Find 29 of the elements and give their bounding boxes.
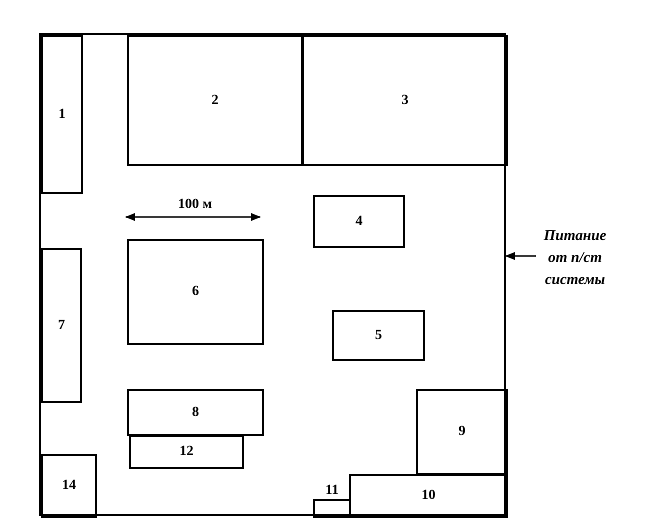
building-outline xyxy=(349,474,508,518)
callout-number: 7 xyxy=(58,318,65,334)
building-outline xyxy=(127,35,303,166)
callout-number: 9 xyxy=(458,424,466,440)
callout-number: 1 xyxy=(58,106,66,122)
building-outline xyxy=(41,454,97,518)
building-outline xyxy=(41,35,83,194)
building-outline xyxy=(129,435,244,469)
building-outline xyxy=(416,389,508,475)
building-outline xyxy=(313,195,405,248)
callout-number: 6 xyxy=(192,284,199,300)
callout-number: 10 xyxy=(422,488,436,504)
building-outline xyxy=(41,248,82,403)
callout-number: 11 xyxy=(325,483,339,499)
callout-number: 5 xyxy=(375,328,382,344)
callout-number: 8 xyxy=(192,404,199,420)
building-outline xyxy=(127,389,264,436)
site-boundary xyxy=(39,33,506,516)
callout-number: 3 xyxy=(402,92,408,108)
dimension-label: 100 м xyxy=(176,197,214,213)
callout-number: 12 xyxy=(180,444,194,460)
building-outline xyxy=(127,239,264,345)
building-outline xyxy=(332,310,425,361)
arrow xyxy=(505,252,536,260)
callout-number: 2 xyxy=(212,92,218,108)
callout-number: 4 xyxy=(356,214,362,230)
building-outline xyxy=(302,35,508,166)
power-supply-note: Питание от п/ст системы xyxy=(536,225,614,291)
callout-number: 14 xyxy=(62,478,76,494)
